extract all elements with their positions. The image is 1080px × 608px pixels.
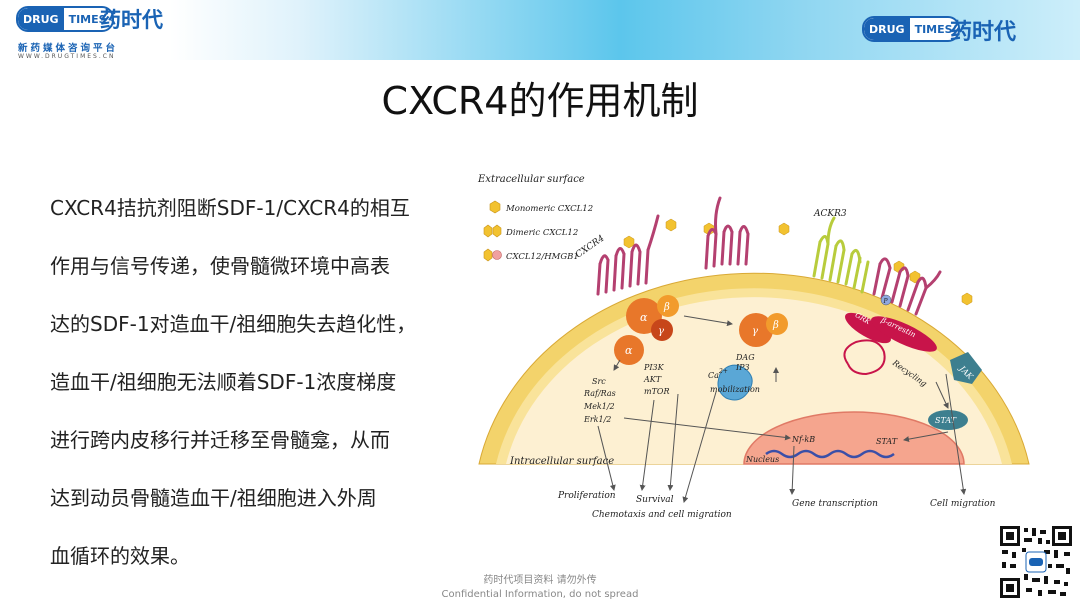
svg-text:β: β — [663, 302, 670, 313]
svg-text:AKT: AKT — [643, 375, 662, 384]
logo-pill-right: DRUG TIMES — [862, 16, 960, 42]
svg-text:Cell migration: Cell migration — [930, 499, 996, 509]
logo-chinese-text: 药时代 — [100, 4, 163, 34]
svg-text:Raf/Ras: Raf/Ras — [583, 389, 616, 398]
intracellular-label: Intracellular surface — [509, 456, 614, 467]
svg-text:STAT: STAT — [876, 437, 898, 446]
svg-text:α: α — [625, 344, 633, 357]
svg-text:Survival: Survival — [636, 495, 674, 505]
svg-text:Src: Src — [592, 377, 606, 386]
logo-url: WWW.DRUGTIMES.CN — [18, 53, 115, 60]
outcome-labels: Proliferation Survival Chemotaxis and ce… — [557, 491, 996, 520]
legend-dimeric: Dimeric CXCL12 — [505, 228, 578, 238]
footer-confidential: 药时代项目资料 请勿外传 Confidential Information, d… — [0, 574, 1080, 602]
ca-superscript: 2+ — [718, 368, 728, 375]
svg-text:Nucleus: Nucleus — [745, 455, 779, 464]
dimer-hexagon — [493, 225, 501, 237]
svg-text:mTOR: mTOR — [644, 387, 670, 396]
extracellular-label: Extracellular surface — [477, 174, 585, 185]
footer-line-en: Confidential Information, do not spread — [0, 588, 1080, 602]
svg-text:Erk1/2: Erk1/2 — [583, 415, 611, 424]
logo-tagline: 新药媒体咨询平台 — [18, 40, 118, 54]
logo-pill: DRUG TIMES — [16, 6, 114, 32]
svg-text:IP3: IP3 — [735, 363, 750, 372]
body-line: 作用与信号传递，使骨髓微环境中高表 — [50, 250, 450, 308]
body-line: 达到动员骨髓造血干/祖细胞进入外周 — [50, 482, 450, 540]
svg-text:γ: γ — [658, 326, 664, 337]
qr-code-icon — [998, 524, 1074, 600]
ca-label: Ca — [708, 371, 719, 380]
cxcr4-mechanism-diagram: Extracellular surface Intracellular surf… — [474, 164, 1034, 524]
svg-text:γ: γ — [752, 326, 758, 337]
svg-text:Proliferation: Proliferation — [557, 491, 616, 501]
dimer-hexagon — [484, 225, 492, 237]
svg-text:Mek1/2: Mek1/2 — [583, 402, 615, 411]
svg-text:DAG: DAG — [735, 353, 755, 362]
drugtimes-logo[interactable]: DRUG TIMES 药时代 新药媒体咨询平台 WWW.DRUGTIMES.CN — [16, 6, 166, 62]
legend-hmgb1: CXCL12/HMGB1 — [506, 252, 579, 262]
logo-chinese-text-right: 药时代 — [950, 14, 1016, 46]
legend-monomeric: Monomeric CXCL12 — [505, 204, 593, 214]
hmgb1-circle — [493, 251, 502, 260]
body-text: CXCR4拮抗剂阻断SDF-1/CXCR4的相互 作用与信号传递，使骨髓微环境中… — [50, 192, 450, 598]
slide-title: CXCR4的作用机制 — [0, 70, 1080, 125]
svg-text:Gene transcription: Gene transcription — [792, 499, 878, 509]
logo-drug-text-right: DRUG — [864, 18, 910, 40]
body-line: 造血干/祖细胞无法顺着SDF-1浓度梯度 — [50, 366, 450, 424]
svg-text:α: α — [640, 311, 648, 324]
body-line: CXCR4拮抗剂阻断SDF-1/CXCR4的相互 — [50, 192, 450, 250]
complex-hexagon — [484, 249, 492, 261]
drugtimes-logo-right[interactable]: DRUG TIMES 药时代 — [862, 14, 1062, 44]
qr-code[interactable] — [998, 524, 1074, 600]
svg-text:Chemotaxis and cell migration: Chemotaxis and cell migration — [592, 510, 732, 520]
mobilization-label: mobilization — [710, 385, 760, 394]
svg-text:PI3K: PI3K — [643, 363, 665, 372]
footer-line-cn: 药时代项目资料 请勿外传 — [0, 574, 1080, 588]
logo-drug-text: DRUG — [18, 8, 64, 30]
svg-text:β: β — [772, 320, 779, 331]
ackr3-label: ACKR3 — [813, 209, 847, 219]
monomer-hexagon — [490, 201, 500, 213]
body-line: 达的SDF-1对造血干/祖细胞失去趋化性， — [50, 308, 450, 366]
cell-body — [479, 273, 1029, 464]
body-line: 进行跨内皮移行并迁移至骨髓龛，从而 — [50, 424, 450, 482]
svg-text:Nf-kB: Nf-kB — [791, 435, 815, 444]
